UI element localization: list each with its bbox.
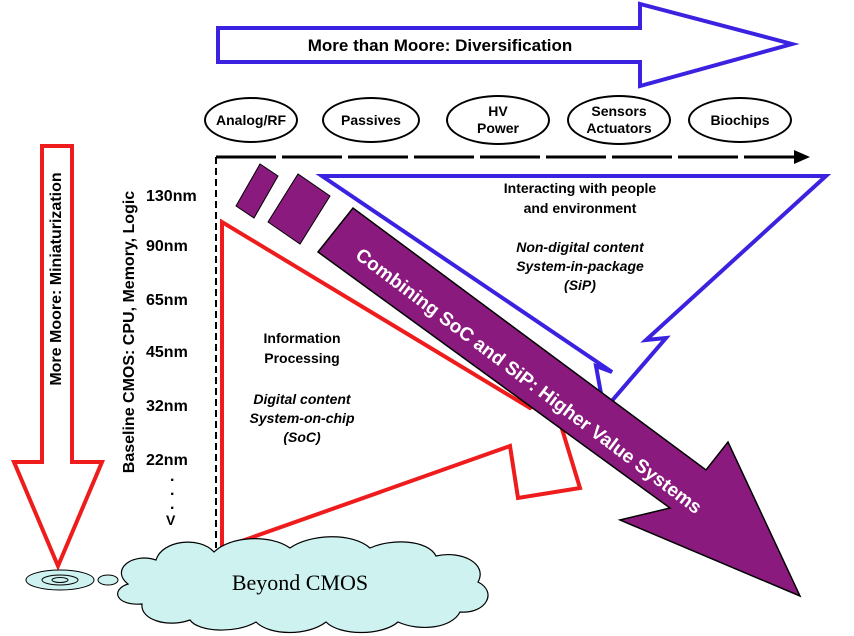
combining-arrow bbox=[316, 206, 802, 598]
category-analog-rf: Analog/RF bbox=[204, 97, 298, 143]
cloud-label: Beyond CMOS bbox=[231, 570, 369, 595]
node-90nm: 90nm bbox=[146, 238, 188, 255]
purple-block-2 bbox=[267, 173, 331, 245]
information-content: Digital content System-on-chip (SoC) bbox=[249, 391, 355, 445]
node-130nm: 130nm bbox=[146, 188, 197, 205]
node-ellipsis-3: . bbox=[170, 496, 175, 513]
node-end: V bbox=[166, 512, 176, 528]
category-label: Sensors Actuators bbox=[586, 103, 652, 136]
category-sensors-actuators: Sensors Actuators bbox=[567, 95, 671, 145]
baseline-cmos-label: Baseline CMOS: CPU, Memory, Logic bbox=[121, 190, 138, 474]
diversification-arrow bbox=[216, 1, 800, 89]
node-ellipsis-2: . bbox=[170, 482, 175, 499]
interacting-content: Non-digital content System-in-package (S… bbox=[516, 239, 644, 293]
interacting-triangle bbox=[315, 174, 832, 415]
cloud-shape bbox=[25, 536, 489, 634]
horizontal-axis-arrowhead bbox=[794, 150, 810, 164]
category-label: Biochips bbox=[710, 111, 770, 128]
miniaturization-label: More Moore: Miniaturization bbox=[48, 172, 65, 386]
interacting-title: Interacting with people and environment bbox=[503, 180, 657, 216]
miniaturization-arrow bbox=[10, 144, 106, 572]
diversification-label: More than Moore: Diversification bbox=[307, 36, 573, 55]
category-label: HV Power bbox=[476, 103, 519, 136]
category-biochips: Biochips bbox=[688, 97, 792, 143]
node-22nm: 22nm bbox=[146, 452, 188, 469]
purple-block-1 bbox=[235, 163, 279, 219]
category-hv-power: HV Power bbox=[446, 95, 550, 145]
node-ellipsis-1: . bbox=[170, 468, 175, 485]
node-65nm: 65nm bbox=[146, 292, 188, 309]
category-passives: Passives bbox=[322, 97, 420, 143]
node-45nm: 45nm bbox=[146, 344, 188, 361]
category-label: Analog/RF bbox=[216, 111, 286, 128]
information-title: Information Processing bbox=[263, 330, 341, 366]
category-label: Passives bbox=[341, 111, 401, 128]
node-32nm: 32nm bbox=[146, 398, 188, 415]
